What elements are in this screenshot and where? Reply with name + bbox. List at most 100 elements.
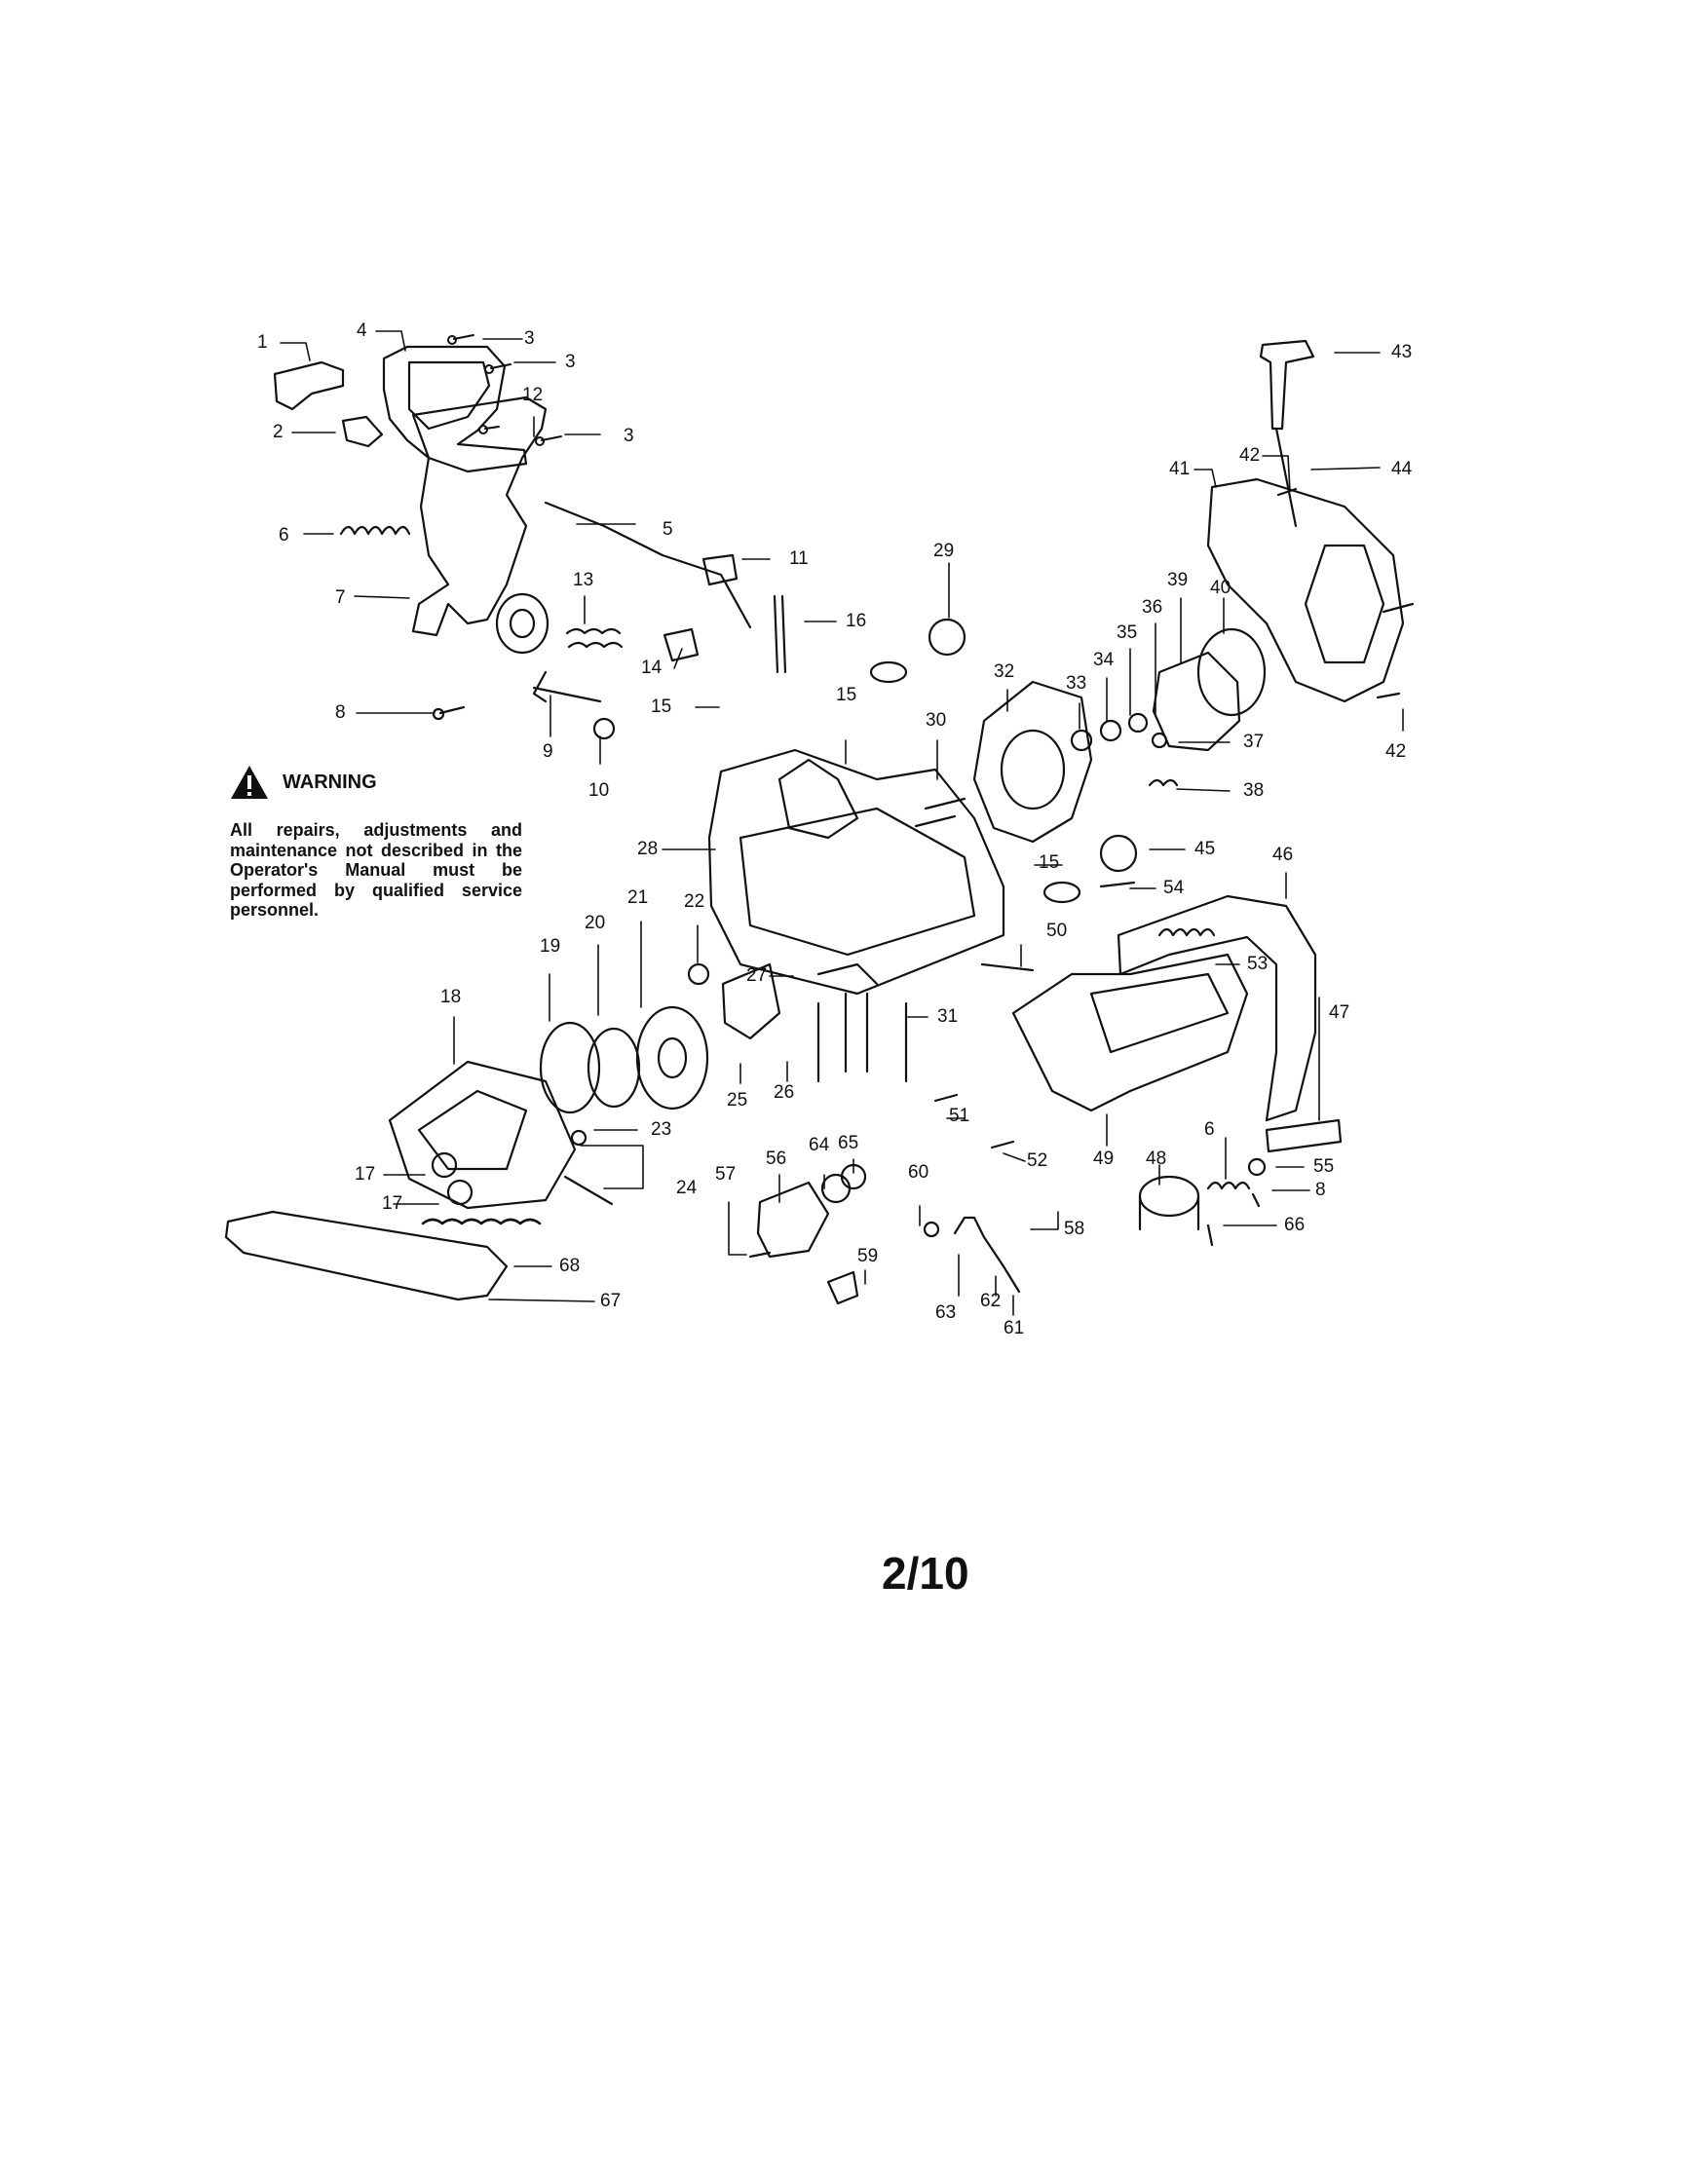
callout-55: 55 — [1313, 1156, 1335, 1177]
callout-34: 34 — [1093, 650, 1115, 670]
part-50-bolt — [980, 962, 1035, 972]
part-54-pin — [1099, 881, 1136, 888]
part-28-crankcase — [707, 748, 1005, 996]
part-42-screw — [1276, 487, 1298, 497]
part-16-rod — [773, 594, 779, 674]
callout-68: 68 — [559, 1256, 581, 1276]
part-17-nut-b — [446, 1179, 474, 1206]
part-8-screw-right — [1251, 1192, 1261, 1208]
callout-24: 24 — [676, 1178, 698, 1198]
part-44-rope — [1274, 427, 1298, 528]
callout-21: 21 — [627, 887, 649, 908]
part-32-flywheel — [972, 680, 1093, 844]
callout-45: 45 — [1194, 839, 1216, 859]
callout-33: 33 — [1066, 673, 1087, 694]
part-64-gear — [820, 1173, 852, 1204]
callout-23: 23 — [651, 1119, 672, 1140]
part-49-handle-guard — [1011, 953, 1249, 1112]
part-7-rear-cover — [411, 395, 548, 637]
callout-40: 40 — [1210, 578, 1231, 598]
callout-15: 15 — [651, 697, 672, 717]
callout-52: 52 — [1027, 1150, 1048, 1171]
part-18-clutch-cover — [388, 1060, 577, 1210]
callout-42: 42 — [1239, 445, 1261, 466]
part-22-washer — [687, 962, 710, 986]
part-55-washer — [1247, 1157, 1267, 1177]
warning-title: WARNING — [283, 771, 377, 793]
leader-lines — [280, 330, 1404, 1316]
callout-66: 66 — [1284, 1215, 1306, 1235]
callout-22: 22 — [684, 891, 705, 912]
part-29-primer — [928, 618, 966, 657]
callout-18: 18 — [440, 987, 462, 1007]
callout-14: 14 — [641, 658, 663, 678]
callout-67: 67 — [600, 1291, 622, 1311]
callout-51: 51 — [949, 1106, 970, 1126]
part-9-pin — [532, 670, 602, 703]
part-35-nut — [1127, 712, 1149, 734]
part-6-spring — [339, 525, 411, 536]
part-20-disc — [587, 1027, 641, 1109]
callout-49: 49 — [1093, 1148, 1115, 1169]
part-41-starter-housing — [1206, 477, 1405, 703]
callout-44: 44 — [1391, 459, 1413, 479]
callout-10: 10 — [588, 780, 610, 801]
part-26-bolts — [816, 992, 869, 1083]
callout-37: 37 — [1243, 732, 1265, 752]
callout-63: 63 — [935, 1302, 957, 1323]
part-5-throttle-cable — [544, 501, 752, 629]
callout-11: 11 — [789, 548, 809, 569]
part-25-plate — [721, 962, 781, 1040]
callout-3b: 3 — [565, 352, 576, 372]
callout-42b: 42 — [1385, 741, 1407, 762]
part-8-screw — [438, 705, 466, 715]
callout-3: 3 — [524, 328, 535, 349]
warning-notice: WARNING All repairs, adjustments and mai… — [230, 762, 522, 921]
part-58-oil-line — [953, 1216, 1005, 1268]
part-37-nut — [1151, 732, 1168, 749]
callout-6b: 6 — [1204, 1119, 1215, 1140]
callout-17: 17 — [355, 1164, 376, 1185]
part-68-chain — [421, 1218, 542, 1225]
callout-1: 1 — [257, 332, 268, 353]
callout-35: 35 — [1117, 622, 1138, 643]
part-38-spring — [1148, 778, 1179, 787]
callout-4: 4 — [357, 320, 367, 341]
part-24-stud — [563, 1175, 614, 1206]
warning-triangle-icon — [231, 766, 268, 799]
callout-9: 9 — [543, 741, 553, 762]
callout-31: 31 — [937, 1006, 959, 1027]
callout-58: 58 — [1064, 1219, 1085, 1239]
screws-3 — [447, 334, 562, 446]
part-51-bolt — [933, 1093, 959, 1103]
part-53-spring — [1157, 927, 1216, 937]
callout-6: 6 — [279, 525, 289, 546]
callout-62: 62 — [980, 1291, 1002, 1311]
part-59-clip — [826, 1270, 859, 1305]
callout-19: 19 — [540, 936, 561, 957]
part-33-washer — [1070, 729, 1093, 752]
part-47-plate — [1265, 1118, 1343, 1153]
part-4-handle-inner — [407, 360, 491, 431]
callout-61: 61 — [1004, 1318, 1025, 1338]
callout-7: 7 — [335, 587, 346, 608]
part-2-clip — [341, 415, 384, 448]
part-23-nut — [570, 1129, 587, 1147]
part-10-nut — [592, 717, 616, 740]
callout-20: 20 — [585, 913, 606, 933]
callout-29: 29 — [933, 541, 955, 561]
callout-59: 59 — [857, 1246, 879, 1266]
callout-16: 16 — [846, 611, 867, 631]
callout-54: 54 — [1163, 878, 1185, 898]
part-1-hand-guard — [273, 360, 345, 411]
page-number: 2/10 — [882, 1548, 969, 1599]
callout-12: 12 — [522, 385, 544, 405]
callout-32: 32 — [994, 661, 1015, 682]
callout-38: 38 — [1243, 780, 1265, 801]
part-45-fuel-cap — [1099, 834, 1138, 873]
callout-3c: 3 — [624, 426, 634, 446]
callout-56: 56 — [766, 1148, 787, 1169]
part-56-oil-pump — [756, 1181, 830, 1259]
warning-header: WARNING — [230, 762, 522, 803]
